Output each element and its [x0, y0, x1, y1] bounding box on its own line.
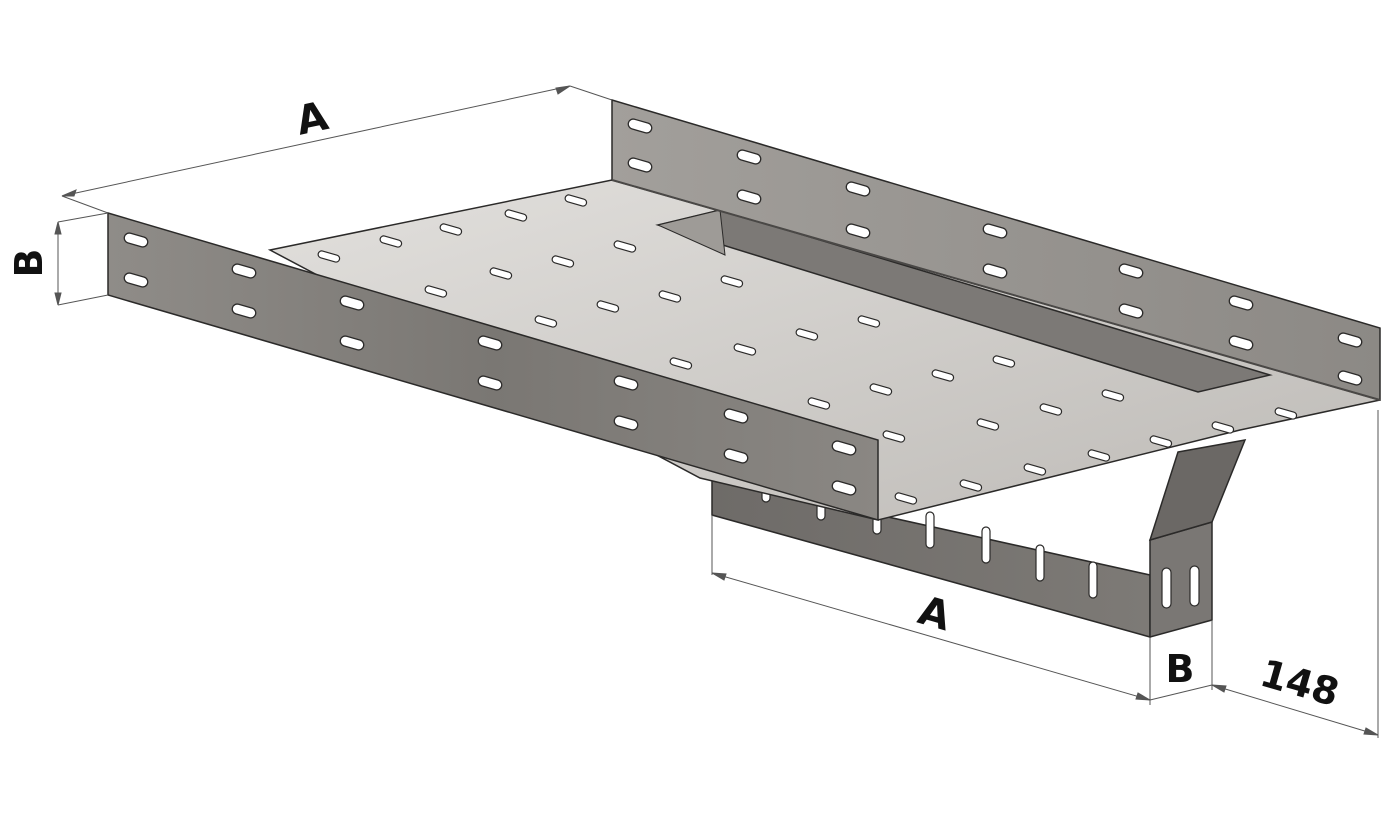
dim-label-offset: 148 [1256, 651, 1344, 715]
back-wall-slots [627, 118, 1363, 386]
cutout-inner-wall [656, 209, 726, 256]
dim-label-top-b: B [7, 249, 51, 278]
dim-label-bottom-a: A [913, 588, 955, 641]
lower-tray [711, 439, 1247, 638]
floor-slots [317, 194, 1298, 505]
dim-label-bottom-b: B [1166, 647, 1195, 691]
tapered-transition [1148, 439, 1247, 542]
back-wall-lip [611, 179, 1381, 401]
front-wall-slots [123, 232, 857, 496]
front-side-wall [107, 211, 879, 522]
dim-label-top-a: A [292, 93, 332, 144]
lower-end-face [1149, 521, 1213, 638]
dimension-lines [54, 85, 1379, 738]
